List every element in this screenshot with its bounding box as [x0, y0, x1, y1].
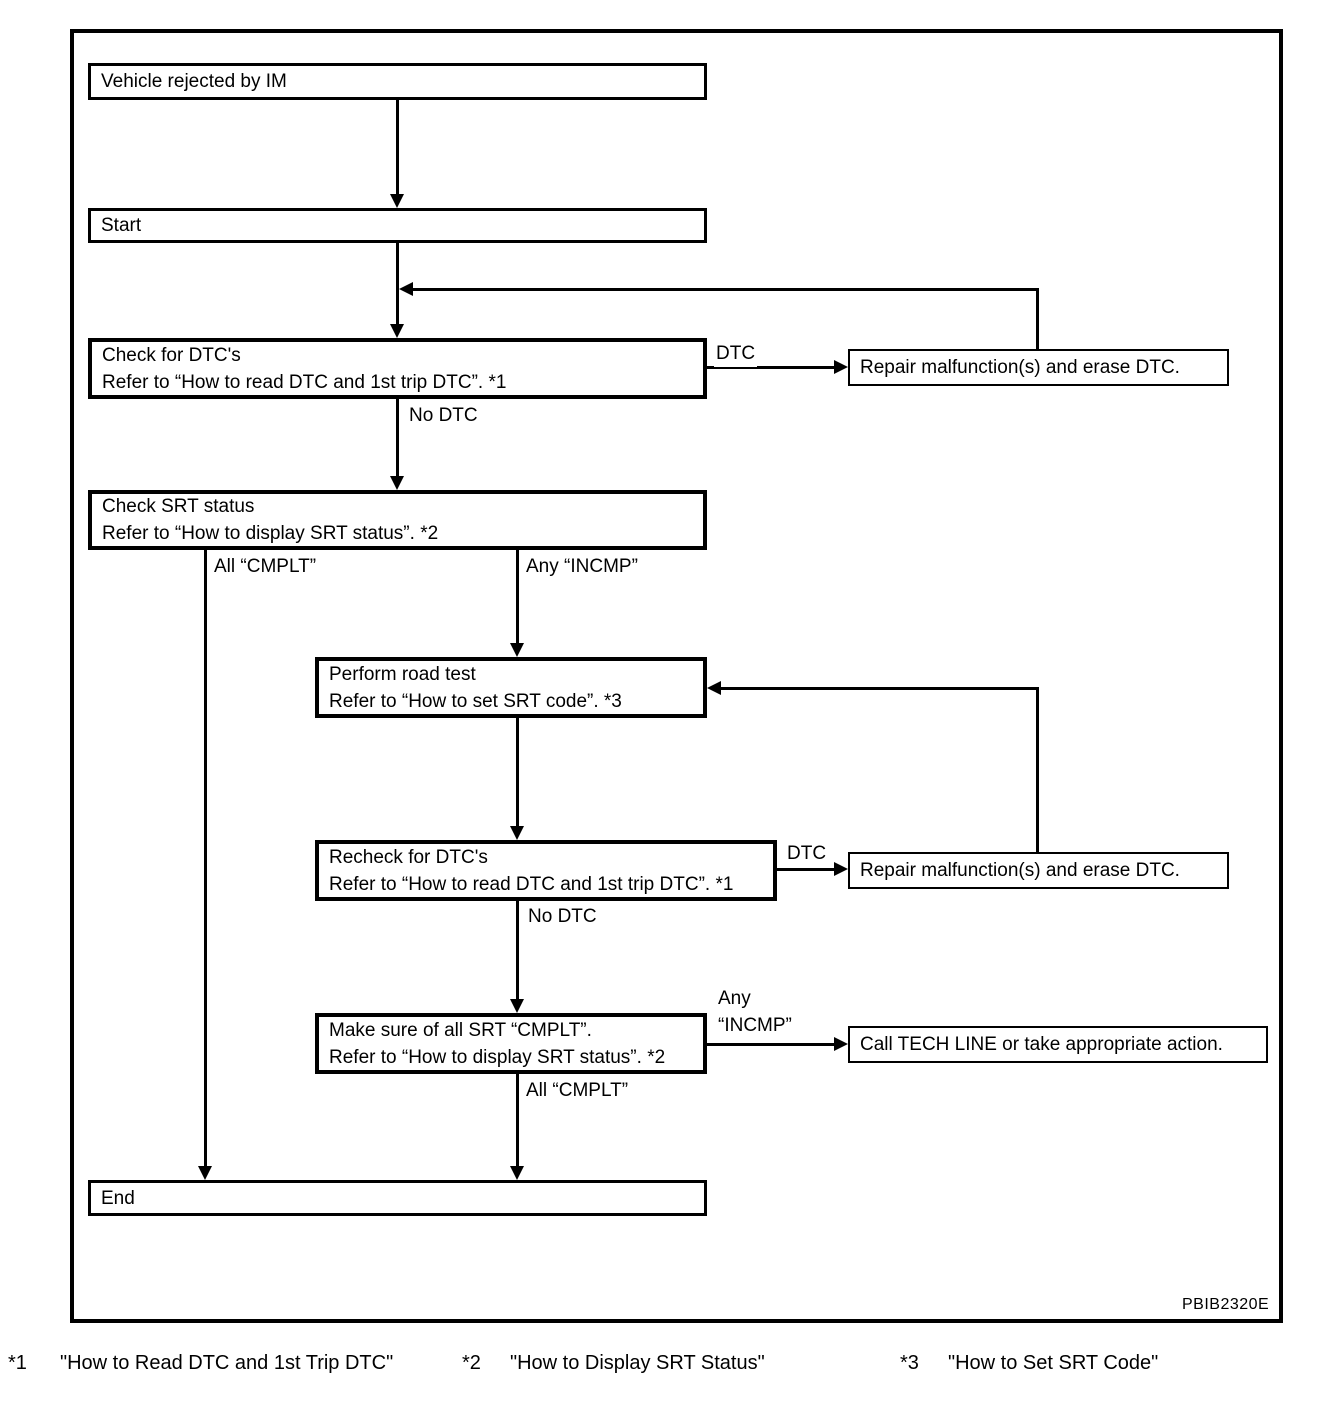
image-code: PBIB2320E	[1182, 1296, 1270, 1313]
arrow-right-icon	[834, 1037, 848, 1051]
node-check-dtc-line1: Check for DTC's	[102, 344, 241, 366]
footnote-2-ref: *2	[462, 1352, 481, 1374]
node-recheck-dtc-line1: Recheck for DTC's	[329, 846, 488, 868]
edge-make-sure-to-call-tech	[707, 1043, 834, 1046]
node-vehicle-rejected: Vehicle rejected by IM	[88, 63, 707, 100]
arrow-left-icon	[399, 282, 413, 296]
diagram-border	[70, 29, 1283, 1323]
label-no-dtc-1: No DTC	[407, 402, 480, 429]
node-recheck-dtc-line2: Refer to “How to read DTC and 1st trip D…	[329, 873, 734, 895]
label-dtc-2: DTC	[785, 840, 829, 867]
node-vehicle-rejected-label: Vehicle rejected by IM	[101, 71, 287, 92]
arrow-down-icon	[510, 1166, 524, 1180]
node-road-test-line1: Perform road test	[329, 663, 476, 685]
edge-check-srt-to-end	[204, 550, 207, 1168]
node-make-sure-srt-line1: Make sure of all SRT “CMPLT”.	[329, 1019, 592, 1041]
footnote-2-text: "How to Display SRT Status"	[510, 1352, 765, 1374]
arrow-left-icon	[707, 681, 721, 695]
label-any-incmp-2-line1: Any	[716, 985, 753, 1012]
edge-vehicle-to-start	[396, 100, 399, 196]
node-call-tech-line: Call TECH LINE or take appropriate actio…	[848, 1026, 1268, 1063]
edge-check-srt-to-road-test	[516, 550, 519, 645]
footnote-3-ref: *3	[900, 1352, 919, 1374]
node-repair-erase-2-label: Repair malfunction(s) and erase DTC.	[860, 860, 1180, 881]
arrow-down-icon	[390, 476, 404, 490]
node-check-srt-line1: Check SRT status	[102, 496, 255, 517]
arrow-down-icon	[390, 324, 404, 338]
edge-recheck-to-repair2	[777, 868, 834, 871]
arrow-down-icon	[198, 1166, 212, 1180]
node-end-label: End	[101, 1187, 135, 1209]
node-call-tech-line-label: Call TECH LINE or take appropriate actio…	[860, 1034, 1223, 1055]
label-all-cmplt-1: All “CMPLT”	[212, 553, 319, 580]
edge-loop-repair2-horizontal	[719, 687, 1037, 690]
node-make-sure-srt: Make sure of all SRT “CMPLT”. Refer to “…	[315, 1013, 707, 1074]
footnotes: *1 "How to Read DTC and 1st Trip DTC" *2…	[0, 1352, 1328, 1382]
edge-check-dtc-to-repair1	[707, 366, 834, 369]
node-check-dtc: Check for DTC's Refer to “How to read DT…	[88, 338, 707, 399]
edge-recheck-to-make-sure	[516, 901, 519, 1001]
footnote-3-text: "How to Set SRT Code"	[948, 1352, 1159, 1374]
arrow-down-icon	[390, 194, 404, 208]
node-make-sure-srt-line2: Refer to “How to display SRT status”. *2	[329, 1046, 666, 1068]
label-no-dtc-2: No DTC	[526, 903, 599, 930]
node-repair-erase-2: Repair malfunction(s) and erase DTC.	[848, 852, 1229, 889]
arrow-right-icon	[834, 360, 848, 374]
edge-check-dtc-to-check-srt	[396, 399, 399, 478]
label-any-incmp-1: Any “INCMP”	[524, 553, 640, 580]
edge-road-test-to-recheck	[516, 718, 519, 828]
node-end: End	[88, 1180, 707, 1216]
label-dtc-1: DTC	[714, 340, 758, 367]
label-any-incmp-2-line2: “INCMP”	[716, 1012, 794, 1039]
node-repair-erase-1: Repair malfunction(s) and erase DTC.	[848, 349, 1229, 386]
footnote-1-text: "How to Read DTC and 1st Trip DTC"	[60, 1352, 394, 1374]
node-recheck-dtc: Recheck for DTC's Refer to “How to read …	[315, 840, 777, 901]
edge-start-to-check-dtc	[396, 243, 399, 326]
edge-loop-repair1-vertical	[1036, 288, 1039, 349]
arrow-down-icon	[510, 643, 524, 657]
node-start-label: Start	[101, 215, 142, 236]
node-check-srt: Check SRT status Refer to “How to displa…	[88, 490, 707, 550]
arrow-down-icon	[510, 826, 524, 840]
node-check-dtc-line2: Refer to “How to read DTC and 1st trip D…	[102, 371, 507, 393]
node-repair-erase-1-label: Repair malfunction(s) and erase DTC.	[860, 357, 1180, 378]
edge-loop-repair2-vertical	[1036, 687, 1039, 852]
node-road-test: Perform road test Refer to “How to set S…	[315, 657, 707, 718]
footnote-1-ref: *1	[8, 1352, 27, 1374]
node-check-srt-line2: Refer to “How to display SRT status”. *2	[102, 523, 439, 544]
edge-make-sure-to-end	[516, 1074, 519, 1168]
node-road-test-line2: Refer to “How to set SRT code”. *3	[329, 690, 622, 712]
arrow-down-icon	[510, 999, 524, 1013]
edge-loop-repair1-horizontal	[411, 288, 1038, 291]
node-start: Start	[88, 208, 707, 243]
label-all-cmplt-2: All “CMPLT”	[524, 1077, 631, 1104]
arrow-right-icon	[834, 862, 848, 876]
